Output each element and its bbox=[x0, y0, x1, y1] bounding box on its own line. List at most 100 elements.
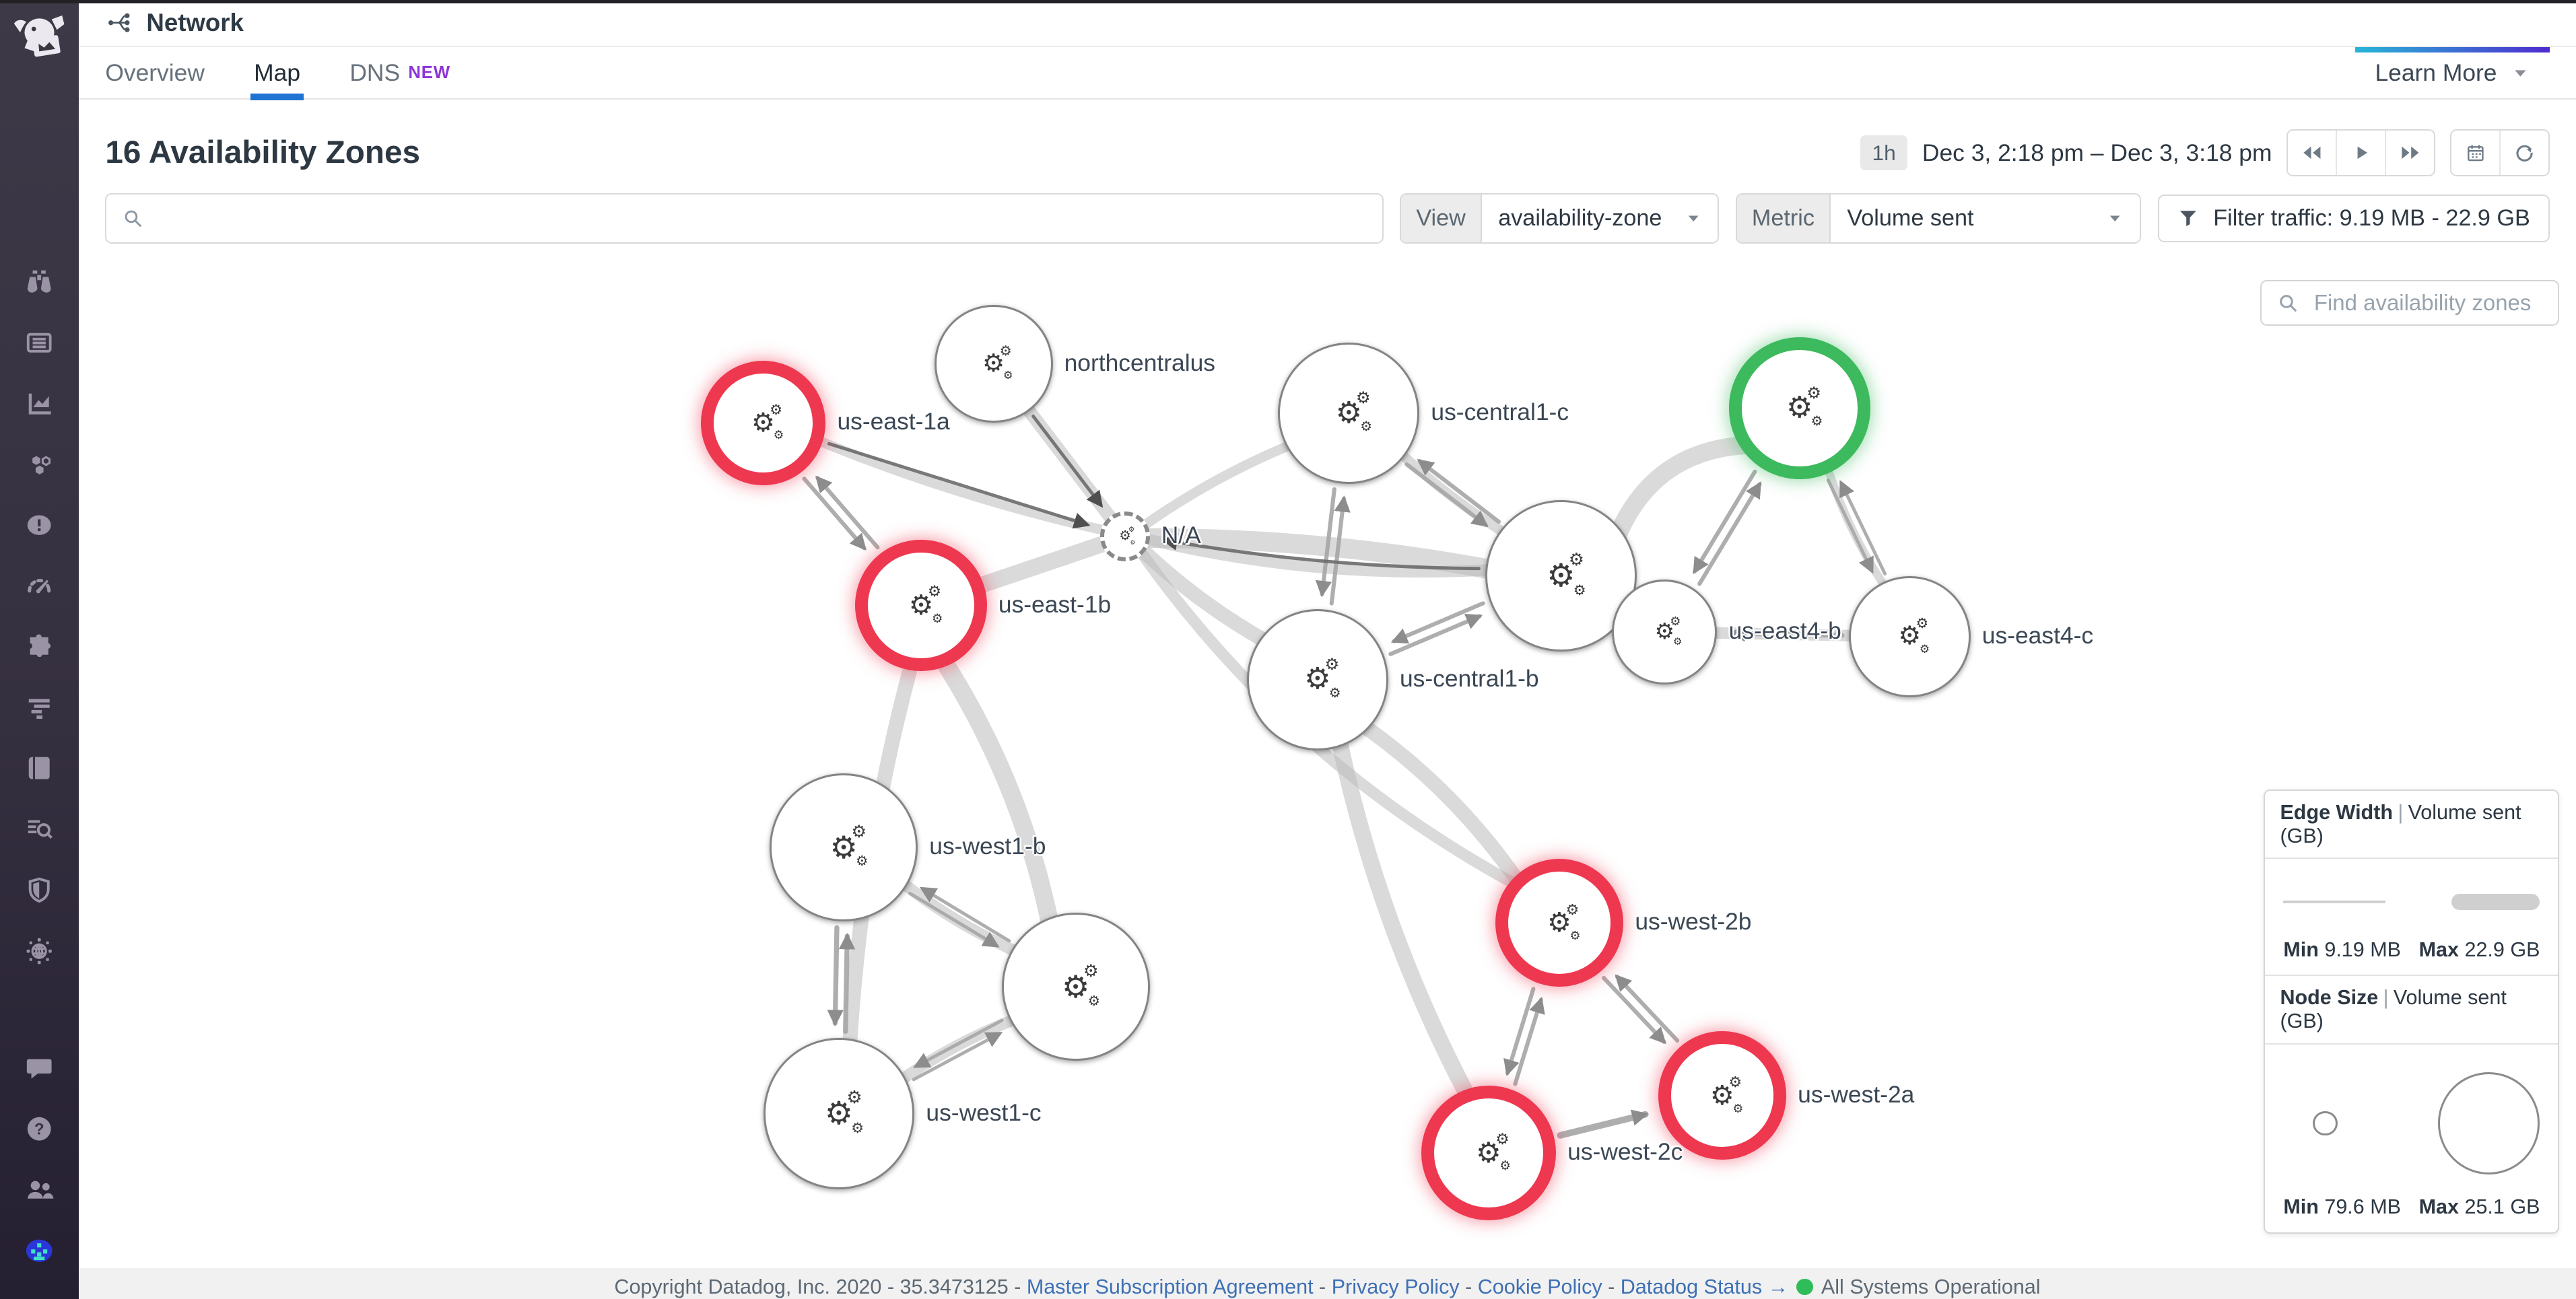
learn-more-button[interactable]: Learn More bbox=[2355, 47, 2550, 98]
edge[interactable] bbox=[1161, 534, 1481, 571]
refresh-icon[interactable] bbox=[2499, 131, 2548, 176]
sidebar-metrics-icon[interactable] bbox=[0, 374, 79, 434]
edge[interactable] bbox=[1615, 974, 1680, 1043]
zone-node-us-east-1a[interactable]: ⚙⚙⚙ bbox=[700, 360, 826, 486]
footer-link[interactable]: Master Subscription Agreement bbox=[1026, 1275, 1314, 1298]
sidebar-apm-gauge-icon[interactable] bbox=[0, 556, 79, 617]
sidebar-integrations-puzzle-icon[interactable] bbox=[0, 617, 79, 677]
edge[interactable] bbox=[1391, 601, 1485, 644]
edge-max-value: 22.9 GB bbox=[2464, 938, 2540, 961]
tab-overview[interactable]: Overview bbox=[105, 47, 205, 98]
zone-node-us-east4-c[interactable]: ⚙⚙⚙ bbox=[1848, 575, 1971, 698]
edge[interactable] bbox=[1728, 625, 1845, 642]
sidebar-help-icon[interactable]: ? bbox=[0, 1098, 79, 1159]
edge[interactable] bbox=[934, 651, 1060, 934]
edge[interactable] bbox=[1031, 414, 1104, 508]
edge[interactable] bbox=[1330, 731, 1477, 1104]
edge[interactable] bbox=[908, 891, 1000, 948]
edge[interactable] bbox=[815, 475, 880, 550]
zone-node-us-west-2b[interactable]: ⚙⚙⚙ bbox=[1495, 858, 1624, 987]
footer-link[interactable]: Privacy Policy bbox=[1331, 1275, 1460, 1298]
edge[interactable] bbox=[912, 1032, 1003, 1082]
traffic-search-input[interactable] bbox=[156, 203, 1367, 234]
edge[interactable] bbox=[1503, 987, 1536, 1076]
edge[interactable] bbox=[1827, 478, 1874, 574]
zone-node-green-zone[interactable]: ⚙⚙⚙ bbox=[1728, 337, 1870, 479]
edge[interactable] bbox=[1136, 439, 1298, 533]
sidebar-top-items bbox=[0, 252, 79, 982]
edge[interactable] bbox=[1329, 495, 1351, 606]
network-map[interactable]: Edge Width|Volume sent (GB) Min 9.19 MB … bbox=[79, 265, 2576, 1269]
zone-label: us-west-2b bbox=[1635, 908, 1752, 936]
edge[interactable] bbox=[802, 477, 867, 551]
sidebar-users-icon[interactable] bbox=[0, 1159, 79, 1220]
sidebar-chat-icon[interactable] bbox=[0, 1038, 79, 1098]
edge-min-value: 9.19 MB bbox=[2324, 938, 2402, 961]
edge[interactable] bbox=[1602, 975, 1667, 1045]
edge[interactable] bbox=[811, 434, 1113, 536]
sidebar-notebooks-icon[interactable] bbox=[0, 738, 79, 799]
filter-traffic-button[interactable]: Filter traffic: 9.19 MB - 22.9 GB bbox=[2157, 194, 2550, 242]
zone-node-us-west1-b[interactable]: ⚙⚙⚙ bbox=[770, 773, 918, 921]
edge[interactable] bbox=[1697, 481, 1762, 586]
zone-node-west-hub[interactable]: ⚙⚙⚙ bbox=[1001, 913, 1150, 1061]
zone-node-us-central1-b[interactable]: ⚙⚙⚙ bbox=[1246, 608, 1388, 750]
edge[interactable] bbox=[969, 534, 1116, 595]
footer-link[interactable]: Cookie Policy bbox=[1477, 1275, 1602, 1298]
zone-node-us-east4-b[interactable]: ⚙⚙⚙ bbox=[1612, 579, 1718, 684]
datadog-logo[interactable] bbox=[0, 0, 79, 79]
edge[interactable] bbox=[895, 876, 1024, 958]
sidebar-logs-search-icon[interactable] bbox=[0, 799, 79, 859]
zone-node-us-central1-c[interactable]: ⚙⚙⚙ bbox=[1278, 342, 1420, 484]
edge[interactable] bbox=[1608, 435, 1757, 546]
edge[interactable] bbox=[1557, 1109, 1649, 1139]
sidebar-security-shield-icon[interactable] bbox=[0, 860, 79, 921]
edge[interactable] bbox=[827, 925, 844, 1026]
sidebar-dashboards-icon[interactable] bbox=[0, 312, 79, 373]
view-select[interactable]: availability-zone bbox=[1481, 194, 1718, 242]
edge[interactable] bbox=[1133, 528, 1502, 580]
edge[interactable] bbox=[1513, 996, 1545, 1086]
sidebar-network-globe-icon[interactable] bbox=[0, 921, 79, 981]
edge[interactable] bbox=[839, 932, 856, 1034]
zone-node-N/A[interactable]: ⚙⚙⚙ bbox=[1100, 512, 1150, 561]
find-zones-input[interactable] bbox=[2310, 288, 2544, 318]
sidebar-infrastructure-hostmap-icon[interactable] bbox=[0, 434, 79, 495]
edge[interactable] bbox=[1137, 532, 1498, 577]
sidebar-watchdog-binoculars-icon[interactable] bbox=[0, 252, 79, 312]
zone-node-northcentralus[interactable]: ⚙⚙⚙ bbox=[934, 304, 1053, 423]
sidebar-bits-avatar-icon[interactable] bbox=[0, 1220, 79, 1281]
zone-node-us-west-2c[interactable]: ⚙⚙⚙ bbox=[1421, 1085, 1557, 1221]
edge[interactable] bbox=[1839, 480, 1887, 575]
edge[interactable] bbox=[893, 1013, 1022, 1087]
edge[interactable] bbox=[913, 1018, 1004, 1068]
metric-select[interactable]: Volume sent bbox=[1830, 194, 2140, 242]
play-button[interactable] bbox=[2336, 131, 2385, 176]
edge[interactable] bbox=[1388, 613, 1483, 656]
time-range-badge[interactable]: 1h bbox=[1860, 135, 1907, 170]
sidebar-monitors-icon[interactable] bbox=[0, 495, 79, 555]
time-controls: 1h Dec 3, 2:18 pm – Dec 3, 3:18 pm bbox=[1860, 129, 2550, 177]
edge[interactable] bbox=[1355, 717, 1526, 890]
fast-forward-button[interactable] bbox=[2385, 131, 2434, 176]
zone-node-central-hub[interactable]: ⚙⚙⚙ bbox=[1485, 500, 1637, 652]
edge[interactable] bbox=[827, 442, 1091, 529]
edge-width-legend-header: Edge Width|Volume sent (GB) bbox=[2265, 791, 2558, 859]
edge[interactable] bbox=[1394, 447, 1512, 539]
edge[interactable] bbox=[1417, 458, 1501, 524]
rewind-button[interactable] bbox=[2288, 131, 2336, 176]
edge[interactable] bbox=[1693, 469, 1757, 575]
edge[interactable] bbox=[920, 886, 1011, 943]
time-range-text[interactable]: Dec 3, 2:18 pm – Dec 3, 3:18 pm bbox=[1922, 139, 2272, 166]
zone-node-us-east-1b[interactable]: ⚙⚙⚙ bbox=[855, 539, 987, 672]
edge[interactable] bbox=[1316, 487, 1337, 598]
gears-icon: ⚙⚙⚙ bbox=[1709, 1074, 1744, 1115]
footer-link[interactable]: Datadog Status → bbox=[1620, 1275, 1789, 1298]
edge[interactable] bbox=[1823, 462, 1891, 592]
zone-node-us-west1-c[interactable]: ⚙⚙⚙ bbox=[763, 1038, 915, 1189]
edge[interactable] bbox=[1404, 462, 1489, 528]
tab-map[interactable]: Map bbox=[250, 47, 304, 100]
calendar-icon[interactable] bbox=[2451, 131, 2499, 176]
sidebar-traces-icon[interactable] bbox=[0, 677, 79, 738]
